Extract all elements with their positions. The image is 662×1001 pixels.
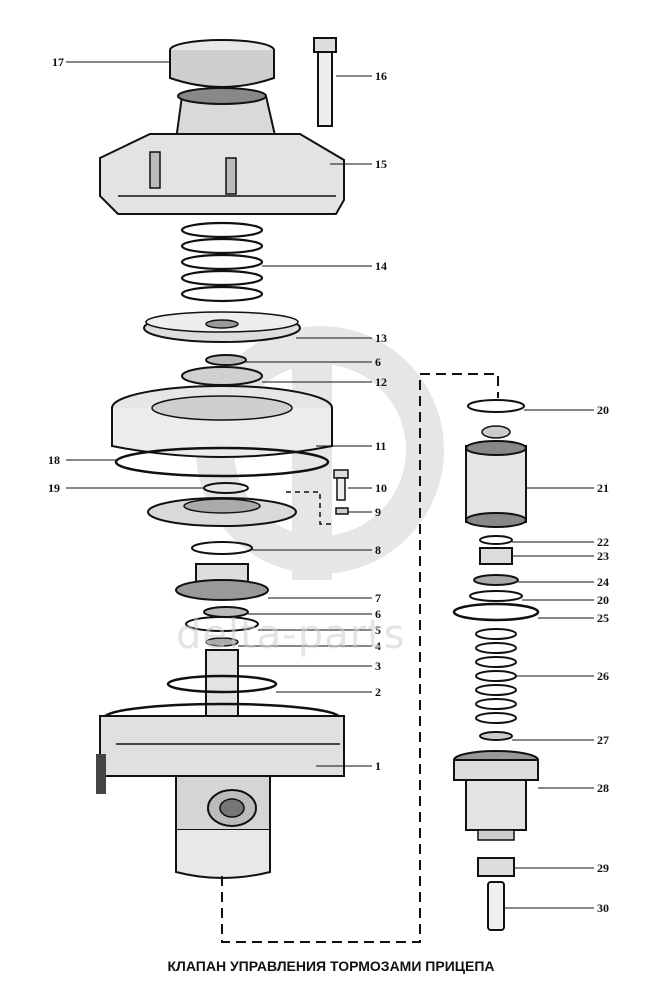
part-22-ring xyxy=(479,535,513,545)
callout-8: 8 xyxy=(375,543,381,557)
callout-2: 2 xyxy=(375,685,381,699)
callout-14: 14 xyxy=(375,259,387,273)
callout-17: 17 xyxy=(52,55,64,69)
callout-10: 10 xyxy=(375,481,387,495)
callout-20-lower: 20 xyxy=(597,593,609,607)
callout-23: 23 xyxy=(597,549,609,563)
part-12-washer xyxy=(181,366,263,386)
callout-22: 22 xyxy=(597,535,609,549)
callout-21: 21 xyxy=(597,481,609,495)
part-10-pin xyxy=(333,469,349,501)
callout-15: 15 xyxy=(375,157,387,171)
part-26-spring xyxy=(475,628,517,724)
callout-24: 24 xyxy=(597,575,609,589)
part-18-ring xyxy=(114,446,330,478)
callout-27: 27 xyxy=(597,733,609,747)
piston-disc xyxy=(147,497,297,527)
part-21-cartridge xyxy=(465,425,527,528)
part-5-ring xyxy=(185,616,259,632)
part-15-cover xyxy=(99,87,345,215)
part-7-valve xyxy=(175,563,269,601)
part-23-sleeve xyxy=(479,547,513,565)
part-4-ring xyxy=(205,637,239,647)
part-14-spring xyxy=(180,221,264,303)
part-28-plug xyxy=(453,750,539,841)
part-3-stem xyxy=(205,649,239,723)
part-30-pin xyxy=(487,881,505,931)
callout-18: 18 xyxy=(48,453,60,467)
part-17-cap xyxy=(169,39,275,88)
callout-30: 30 xyxy=(597,901,609,915)
leader-lines xyxy=(66,61,594,909)
callout-16: 16 xyxy=(375,69,387,83)
diagram-caption: КЛАПАН УПРАВЛЕНИЯ ТОРМОЗАМИ ПРИЦЕПА xyxy=(167,958,495,974)
callout-5: 5 xyxy=(375,623,381,637)
part-8-ring xyxy=(191,541,253,555)
part-24-ring xyxy=(473,574,519,586)
part-25-ring xyxy=(452,602,540,622)
part-6-ring-upper xyxy=(205,354,247,366)
callout-29: 29 xyxy=(597,861,609,875)
callout-13: 13 xyxy=(375,331,387,345)
callout-1: 1 xyxy=(375,759,381,773)
part-11-housing xyxy=(111,385,333,458)
part-2-ring xyxy=(166,674,278,694)
callout-3: 3 xyxy=(375,659,381,673)
callout-4: 4 xyxy=(375,639,381,653)
callout-7: 7 xyxy=(375,591,381,605)
dashed-link-9-10 xyxy=(286,491,334,525)
callout-20-upper: 20 xyxy=(597,403,609,417)
callout-19: 19 xyxy=(48,481,60,495)
part-29-nut xyxy=(477,857,515,877)
part-20-ring-lower xyxy=(469,590,523,602)
callout-26: 26 xyxy=(597,669,609,683)
callout-9: 9 xyxy=(375,505,381,519)
part-9-pin xyxy=(335,507,349,515)
callout-28: 28 xyxy=(597,781,609,795)
part-16-bolt xyxy=(313,37,337,127)
watermark-text: delta-parts xyxy=(176,612,406,658)
part-1-body xyxy=(96,702,345,879)
dashed-connection xyxy=(221,373,499,943)
part-27-ring xyxy=(479,731,513,741)
callout-6-upper: 6 xyxy=(375,355,381,369)
callout-12: 12 xyxy=(375,375,387,389)
callout-25: 25 xyxy=(597,611,609,625)
callout-11: 11 xyxy=(375,439,386,453)
part-20-ring-top xyxy=(467,399,525,413)
callout-labels: 17 16 15 14 13 6 12 11 18 10 19 9 8 7 6 … xyxy=(48,55,609,915)
callout-6-lower: 6 xyxy=(375,607,381,621)
part-13-plate xyxy=(143,311,301,343)
